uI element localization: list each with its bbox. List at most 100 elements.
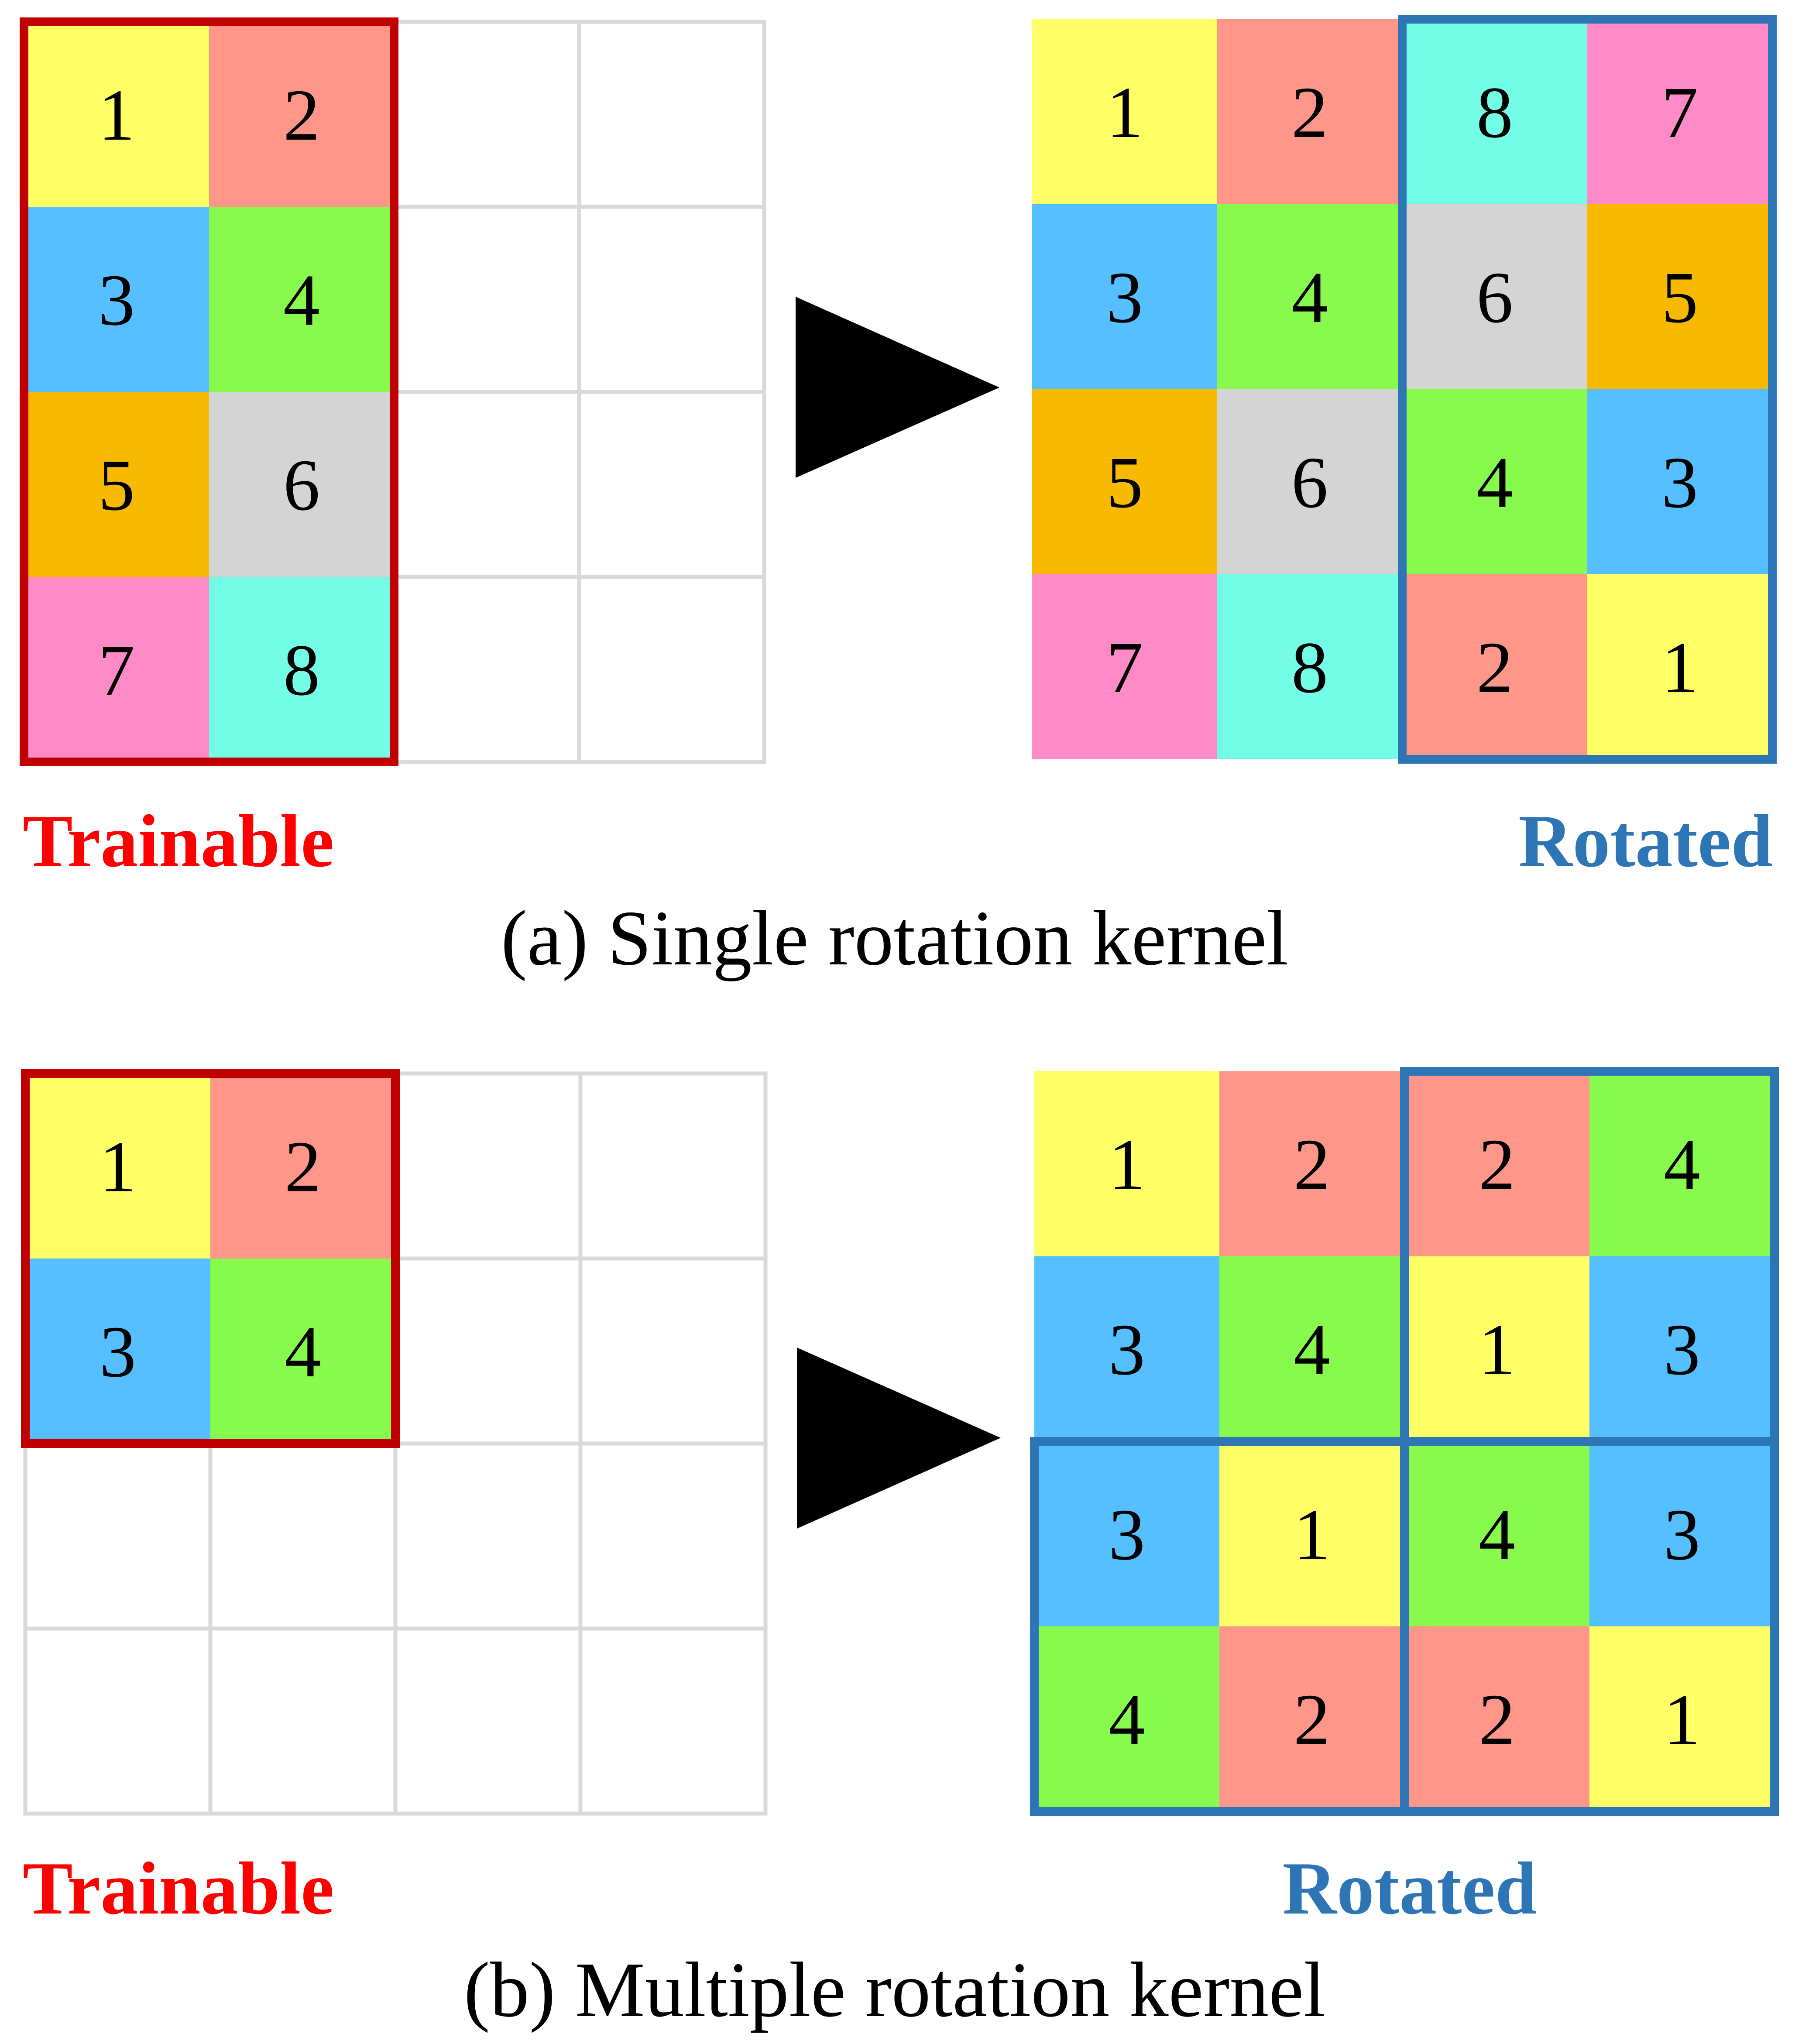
- empty-grid-cell: [23, 1441, 213, 1631]
- grid-cell: [1587, 574, 1772, 759]
- cell-value: 1: [100, 1126, 136, 1207]
- grid-cell: [1032, 19, 1217, 204]
- cell-value: 1: [98, 75, 135, 156]
- cell-value: 5: [1661, 257, 1698, 338]
- cell-value: 6: [283, 445, 320, 526]
- grid-cell: [1219, 1626, 1404, 1811]
- grid-cell: [1404, 1071, 1589, 1256]
- cell-value: 3: [100, 1311, 136, 1392]
- cell-value: 2: [1476, 627, 1513, 708]
- cell-value: 3: [1106, 257, 1143, 338]
- cell-value: 7: [98, 630, 135, 711]
- grid-cell: [1587, 204, 1772, 389]
- empty-grid-cell: [23, 1626, 213, 1816]
- cell-value: 6: [1291, 442, 1328, 523]
- grid-cell: [1034, 1441, 1219, 1626]
- grid-cell: [1404, 1626, 1589, 1811]
- cell-value: 5: [1106, 442, 1143, 523]
- empty-grid-cell: [392, 20, 581, 209]
- trainable-outline: [20, 17, 398, 766]
- cell-value: 3: [1661, 442, 1698, 523]
- cell-value: 6: [1476, 257, 1513, 338]
- grid-cell: [24, 392, 209, 577]
- empty-grid-cell: [578, 1256, 768, 1446]
- grid-cell: [24, 577, 209, 762]
- grid-cell: [1589, 1256, 1775, 1441]
- grid-cell: [1402, 574, 1587, 759]
- empty-grid-cell: [393, 1256, 583, 1446]
- grid-cell: [1034, 1256, 1219, 1441]
- cell-value: 2: [1294, 1679, 1330, 1760]
- grid-cell: [1034, 1626, 1219, 1811]
- cell-value: 4: [1294, 1309, 1330, 1390]
- grid-cell: [1219, 1256, 1404, 1441]
- grid-cell: [1034, 1071, 1219, 1256]
- empty-grid-cell: [578, 1626, 768, 1816]
- empty-grid-cell: [392, 205, 581, 394]
- panel-a-caption: (a) Single rotation kernel: [501, 895, 1288, 981]
- cell-value: 3: [1664, 1309, 1700, 1390]
- empty-grid-cell: [577, 390, 766, 579]
- cell-value: 7: [1106, 627, 1143, 708]
- empty-grid-cell: [393, 1071, 583, 1261]
- grid-cell: [1032, 574, 1217, 759]
- cell-value: 1: [1294, 1494, 1330, 1575]
- grid-cell: [1217, 204, 1402, 389]
- grid-cell: [1587, 19, 1772, 204]
- panel-b-rotated-label: Rotated: [1283, 1847, 1537, 1930]
- empty-grid-cell: [208, 1441, 398, 1631]
- empty-grid-cell: [577, 20, 766, 209]
- empty-grid-cell: [393, 1626, 583, 1816]
- rotated-outline: [1398, 15, 1777, 764]
- grid-cell: [1404, 1441, 1589, 1626]
- grid-cell: [210, 1073, 395, 1259]
- grid-cell: [1217, 574, 1402, 759]
- grid-cell: [209, 392, 394, 577]
- grid-cell: [1219, 1441, 1404, 1626]
- panel-b-arrow-icon: [797, 1348, 1001, 1529]
- grid-cell: [1217, 389, 1402, 574]
- empty-grid-cell: [393, 1441, 583, 1631]
- empty-grid-cell: [392, 390, 581, 579]
- cell-value: 1: [1479, 1309, 1515, 1390]
- grid-cell: [25, 1073, 210, 1259]
- cell-value: 4: [1476, 442, 1513, 523]
- panel-a-rotated-label: Rotated: [1518, 800, 1773, 883]
- grid-cell: [1589, 1441, 1775, 1626]
- cell-value: 4: [283, 260, 320, 341]
- empty-grid-cell: [578, 1441, 768, 1631]
- panel-a-trainable-label: Trainable: [23, 800, 334, 883]
- cell-value: 1: [1106, 72, 1143, 153]
- grid-cell: [1032, 389, 1217, 574]
- cell-value: 2: [1291, 72, 1328, 153]
- empty-grid-cell: [577, 205, 766, 394]
- grid-cell: [209, 22, 394, 207]
- grid-cell: [209, 207, 394, 392]
- grid-cell: [209, 577, 394, 762]
- cell-value: 2: [1479, 1679, 1515, 1760]
- cell-value: 2: [1479, 1124, 1515, 1205]
- cell-value: 2: [285, 1126, 321, 1207]
- cell-value: 4: [1291, 257, 1328, 338]
- grid-cell: [1217, 19, 1402, 204]
- cell-value: 1: [1664, 1679, 1700, 1760]
- grid-cell: [1219, 1071, 1404, 1256]
- cell-value: 3: [1664, 1494, 1700, 1575]
- grid-cell: [24, 22, 209, 207]
- panel-a-arrow-icon: [796, 297, 999, 478]
- cell-value: 4: [1479, 1494, 1515, 1575]
- grid-cell: [1587, 389, 1772, 574]
- rotated-outline: [1400, 1437, 1779, 1816]
- grid-cell: [1402, 204, 1587, 389]
- empty-grid-cell: [578, 1071, 768, 1261]
- cell-value: 3: [98, 260, 135, 341]
- grid-cell: [1404, 1256, 1589, 1441]
- cell-value: 1: [1661, 627, 1698, 708]
- cell-value: 1: [1109, 1124, 1145, 1205]
